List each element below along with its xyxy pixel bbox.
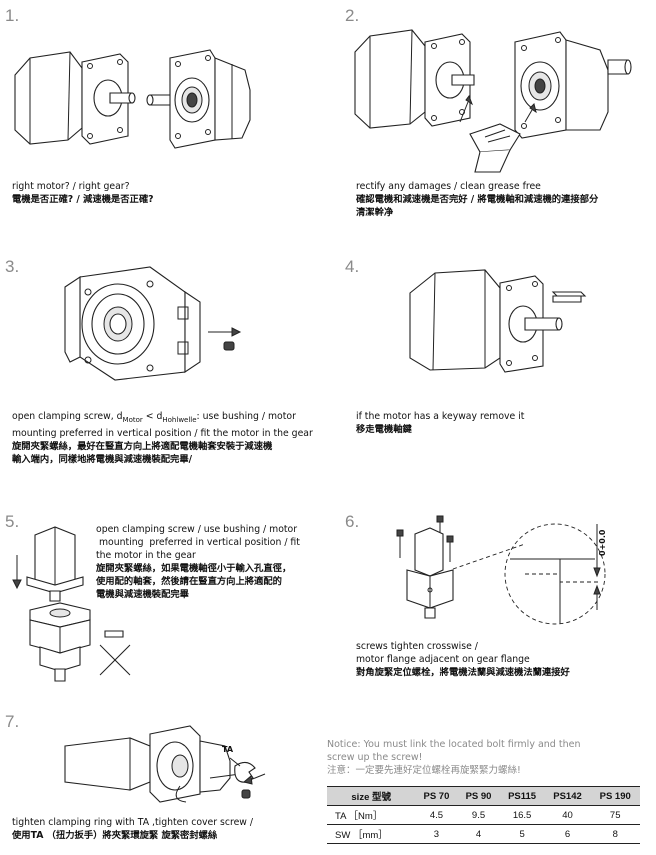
table-row-label: SW ［mm］ [327,824,416,844]
table-header-cell: PS 70 [415,786,458,806]
caption-line: the motor in the gear [96,550,196,561]
table-cell: 40 [544,805,591,825]
step-5-illustration [5,525,145,685]
caption-line: 旋開夾緊螺絲，如果電機軸徑小于輸入孔直徑， [96,563,292,574]
step-3-illustration [60,262,250,382]
step-1-illustration [10,40,255,150]
caption-line: 旋開夾緊螺絲，最好在豎直方向上將適配電機軸套安裝于減速機 [12,440,273,452]
table-header-cell: PS 90 [457,786,500,806]
notice-line: 注意：一定要先連好定位螺栓再旋緊緊力螺絲! [327,765,521,776]
caption-line: open clamping screw / use bushing / moto… [96,524,298,535]
caption-text: : use bushing / motor [196,411,296,422]
step-7-illustration: TA [60,716,280,806]
subscript-motor: Motor [122,415,143,424]
caption-line: 使用TA （扭力扳手）將夾緊環旋緊 旋緊密封螺絲 [12,830,218,841]
table-row: TA ［Nm］ 4.5 9.5 16.5 40 75 [327,805,640,825]
notice-line: Notice: You must link the located bolt f… [327,739,581,750]
caption-line: motor flange adjacent on gear flange [356,654,530,665]
table-cell: 3 [415,824,458,844]
table-header-cell: size 型號 [327,786,416,806]
table-header-cell: PS 190 [590,786,640,806]
torque-label: TA [222,745,234,754]
notice-line: screw up the screw! [327,752,423,763]
caption-text: < d [142,411,163,422]
caption-text: open clamping screw, d [12,411,123,422]
table-row-label: TA ［Nm］ [327,805,416,825]
step-number-1: 1. [5,6,20,25]
caption-line: rectify any damages / clean grease free [356,181,541,192]
table-header-cell: PS142 [544,786,591,806]
table-cell: 16.5 [499,805,545,825]
caption-line: 清潔幹净 [356,207,394,218]
caption-line: 電機是否正確? / 減速機是否正確? [12,194,154,205]
step-5-caption: open clamping screw / use bushing / moto… [96,523,300,601]
step-6-illustration: 0+0.0 [385,514,607,629]
step-2-caption: rectify any damages / clean grease free … [356,180,598,219]
caption-line: mounting preferred in vertical position … [12,427,313,439]
table-header-row: size 型號 PS 70 PS 90 PS115 PS142 PS 190 [327,786,640,806]
table-cell: 4.5 [415,805,458,825]
caption-line: 移走電機軸鍵 [356,424,412,435]
table-cell: 6 [544,824,591,844]
table-cell: 5 [499,824,545,844]
caption-line: if the motor has a keyway remove it [356,411,525,422]
caption-line: open clamping screw, dMotor < dHohlwelle… [12,410,313,427]
step-3-caption: open clamping screw, dMotor < dHohlwelle… [12,410,313,466]
table-cell: 4 [457,824,500,844]
step-number-3: 3. [5,257,20,276]
step-1-caption: right motor? / right gear? 電機是否正確? / 減速機… [12,180,154,206]
step-number-4: 4. [345,257,360,276]
step-number-5: 5. [5,512,20,531]
step-4-caption: if the motor has a keyway remove it 移走電機… [356,410,524,436]
tolerance-label: 0+0.0 [598,529,607,556]
caption-line: 使用配的軸套，然後請在豎直方向上將適配的 [96,576,282,587]
step-2-illustration [350,22,640,172]
caption-line: right motor? / right gear? [12,181,130,192]
caption-line: 對角旋緊定位螺栓，將電機法蘭與減速機法蘭連接好 [356,667,570,678]
step-6-caption: screws tighten crosswise / motor flange … [356,640,570,679]
subscript-hohlwelle: Hohlwelle [162,415,197,424]
caption-line: 輸入端内，同樣地將電機與減速機裝配完畢/ [12,453,193,465]
table-cell: 75 [590,805,640,825]
step-number-2: 2. [345,6,360,25]
step-4-illustration [405,268,595,373]
caption-line: mounting preferred in vertical position … [96,537,300,548]
table-header-cell: PS115 [499,786,545,806]
spec-table: size 型號 PS 70 PS 90 PS115 PS142 PS 190 T… [327,786,640,844]
caption-line: tighten clamping ring with TA ,tighten c… [12,817,253,828]
notice: Notice: You must link the located bolt f… [327,738,580,777]
step-number-6: 6. [345,512,360,531]
caption-line: 確認電機和減速機是否完好 / 將電機軸和減速機的連接部分 [356,194,599,205]
step-number-7: 7. [5,712,20,731]
caption-line: 電機與減速機裝配完畢 [96,589,189,600]
table-row: SW ［mm］ 3 4 5 6 8 [327,824,640,844]
table-cell: 8 [590,824,640,844]
caption-line: screws tighten crosswise / [356,641,478,652]
table-cell: 9.5 [457,805,500,825]
step-7-caption: tighten clamping ring with TA ,tighten c… [12,816,253,842]
